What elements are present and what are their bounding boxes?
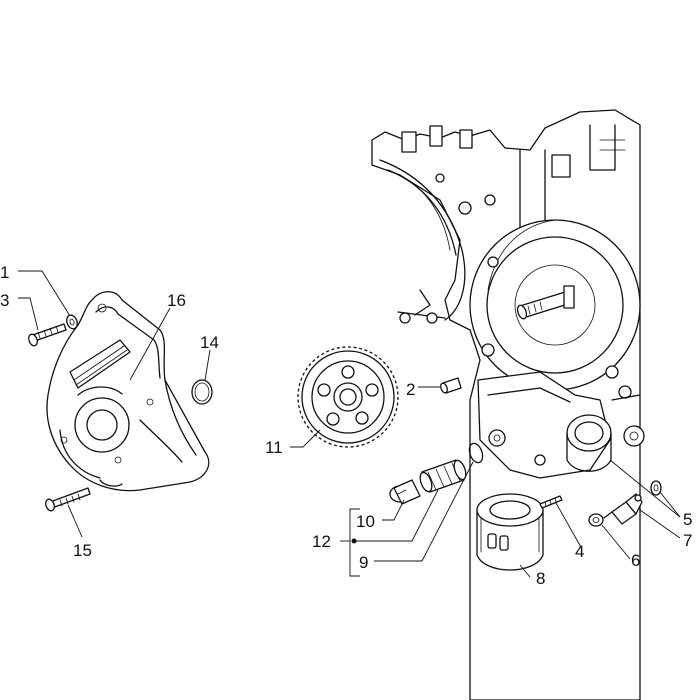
part-washer-6 (588, 513, 604, 527)
callout-4: 4 (575, 542, 584, 561)
callout-5: 5 (683, 510, 692, 529)
part-gear-11 (297, 346, 399, 448)
leader-lines (18, 270, 681, 578)
part-screw-3 (28, 323, 67, 347)
callout-15: 15 (73, 541, 92, 560)
callout-6: 6 (631, 551, 640, 570)
callout-1: 1 (0, 263, 9, 282)
callout-7: 7 (683, 531, 692, 550)
callout-8: 8 (536, 569, 545, 588)
part-washer-5 (650, 480, 662, 496)
callout-12: 12 (312, 532, 331, 551)
callout-labels: 1 2 3 4 5 6 7 8 9 10 11 12 14 15 16 (0, 263, 692, 588)
callout-9: 9 (359, 553, 368, 572)
part-plug-10 (389, 479, 421, 505)
callout-10: 10 (356, 512, 375, 531)
part-crankcase (371, 109, 645, 700)
part-oring-filter (468, 442, 484, 464)
part-pin-2 (440, 377, 462, 394)
callout-2: 2 (406, 380, 415, 399)
part-oring-14 (191, 379, 213, 405)
callout-11: 11 (265, 438, 283, 457)
part-screw-15 (45, 487, 91, 512)
callout-14: 14 (200, 333, 219, 352)
part-flywheel-cover (46, 291, 210, 492)
part-mesh-filter-9 (419, 459, 467, 493)
callout-3: 3 (0, 291, 9, 310)
part-stud-4 (539, 495, 563, 509)
part-sensor-7 (603, 493, 643, 525)
part-oil-filter-8 (476, 493, 544, 571)
callout-16: 16 (167, 291, 186, 310)
